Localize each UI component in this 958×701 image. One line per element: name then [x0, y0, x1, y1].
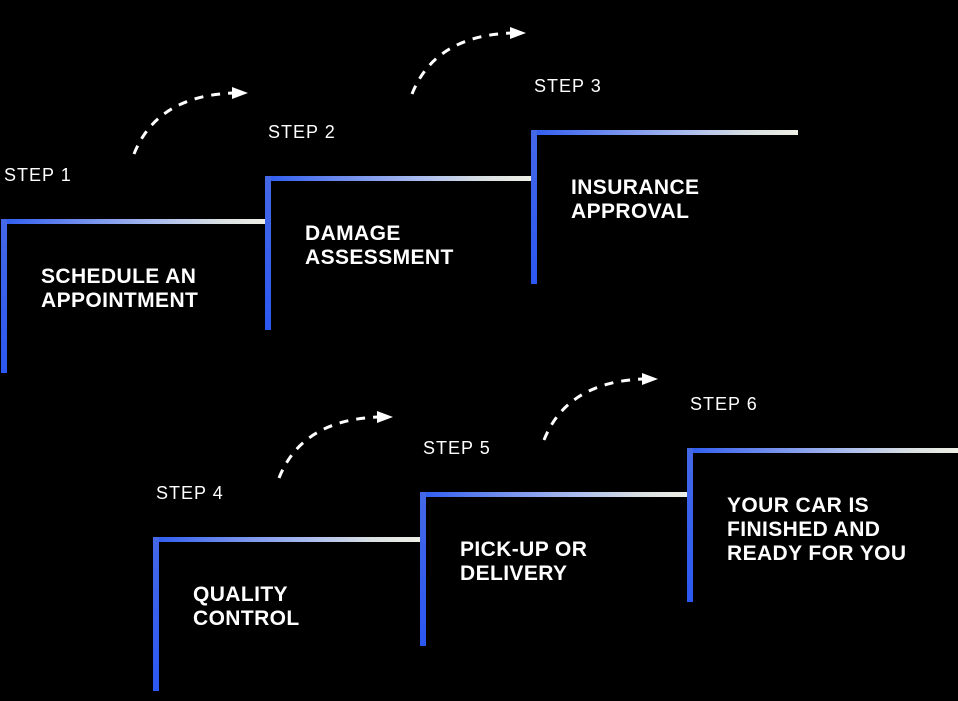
curved-dashed-arrow-icon	[132, 87, 248, 155]
step-title-line: SCHEDULE AN	[41, 265, 197, 288]
step-label: STEP 4	[156, 483, 224, 503]
step-box-left-border	[265, 176, 271, 330]
step-title: INSURANCE APPROVAL	[571, 176, 699, 224]
step-box-left-border	[153, 537, 159, 691]
step-box-top-border	[1, 219, 267, 224]
step-box-left-border	[420, 492, 426, 646]
step-title: QUALITY CONTROL	[193, 583, 300, 631]
step-title-line: DELIVERY	[460, 562, 568, 585]
step-label: STEP 3	[534, 76, 602, 96]
step-title-line: PICK-UP OR	[460, 538, 588, 561]
step-label: STEP 6	[690, 394, 758, 414]
step-title-line: YOUR CAR IS	[727, 494, 870, 517]
step-box-top-border	[687, 448, 958, 453]
step-title-line: ASSESSMENT	[305, 246, 454, 269]
step-title-line: READY FOR YOU	[727, 542, 907, 565]
step-label: STEP 5	[423, 438, 491, 458]
step-label: STEP 1	[4, 165, 72, 185]
step-title-line: INSURANCE	[571, 176, 700, 199]
step-box-left-border	[687, 448, 693, 602]
curved-dashed-arrow-icon	[542, 373, 658, 441]
step-title-line: APPOINTMENT	[41, 289, 199, 312]
step-box-top-border	[531, 130, 798, 135]
step-title: SCHEDULE AN APPOINTMENT	[41, 265, 198, 313]
step-title: YOUR CAR IS FINISHED AND READY FOR YOU	[727, 494, 906, 566]
curved-dashed-arrow-icon	[277, 411, 393, 479]
step-title-line: APPROVAL	[571, 200, 690, 223]
step-box-top-border	[153, 537, 420, 542]
step-title-line: CONTROL	[193, 607, 300, 630]
step-box-left-border	[1, 219, 7, 373]
step-title-line: QUALITY	[193, 583, 288, 606]
step-box-top-border	[420, 492, 687, 497]
step-box-left-border	[531, 130, 537, 284]
curved-dashed-arrow-icon	[410, 27, 526, 95]
step-title-line: DAMAGE	[305, 222, 401, 245]
step-title: DAMAGE ASSESSMENT	[305, 222, 454, 270]
step-title-line: FINISHED AND	[727, 518, 881, 541]
step-box-top-border	[265, 176, 531, 181]
step-title: PICK-UP OR DELIVERY	[460, 538, 587, 586]
step-label: STEP 2	[268, 122, 336, 142]
